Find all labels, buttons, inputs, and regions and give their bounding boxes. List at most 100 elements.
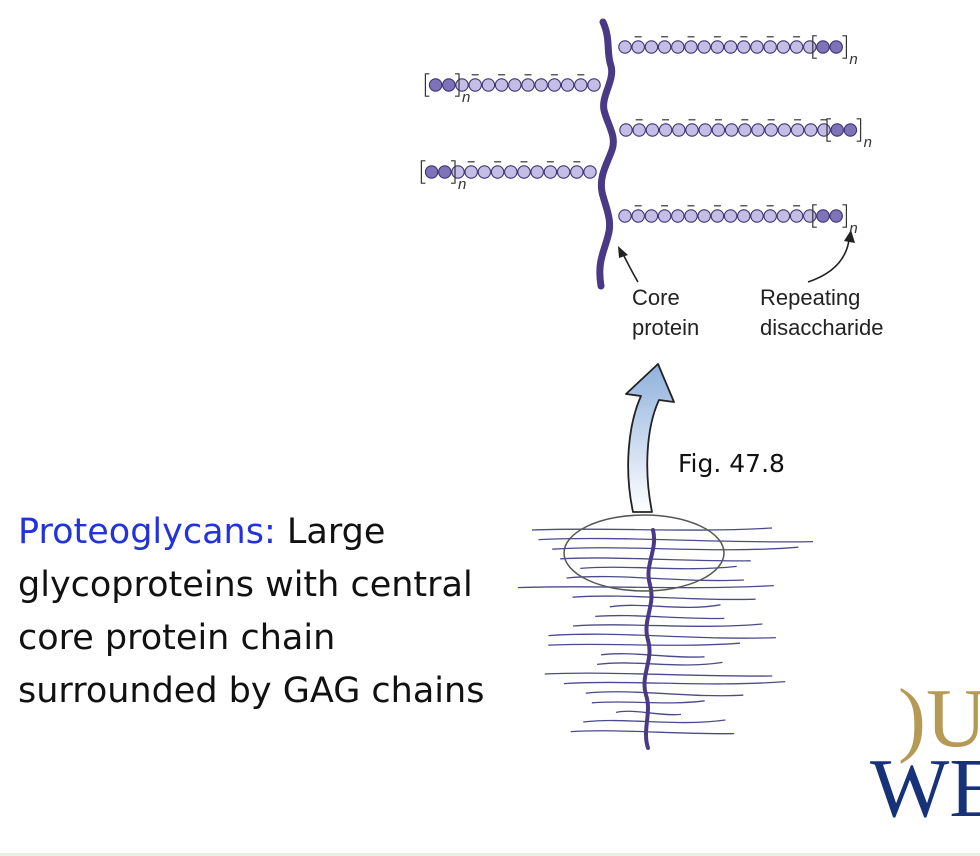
- sugar-bead: [817, 123, 831, 137]
- gag-strand: [595, 614, 725, 620]
- gag-strand: [583, 719, 726, 724]
- sugar-bead: [658, 123, 673, 137]
- sugar-bead: [657, 209, 672, 223]
- disaccharide-bead: [829, 40, 843, 54]
- sugar-bead: [724, 123, 739, 137]
- gag-chain: n: [619, 118, 872, 151]
- sugar-bead: [645, 123, 660, 137]
- zoom-arrow: [625, 363, 675, 513]
- gag-strand: [548, 642, 741, 646]
- sugar-bead: [776, 40, 791, 54]
- sugar-bead: [671, 40, 685, 54]
- sugar-bead: [556, 165, 571, 179]
- sugar-bead: [684, 40, 698, 54]
- disaccharide-bead: [438, 165, 452, 179]
- sugar-bead: [644, 40, 659, 54]
- repeating-disaccharide-label-line2: disaccharide: [760, 315, 884, 340]
- sugar-bead: [618, 40, 632, 54]
- sugar-bead: [737, 40, 751, 54]
- gag-chain: n: [618, 35, 858, 68]
- sugar-bead: [521, 78, 535, 92]
- core-protein-label-line2: protein: [632, 315, 699, 340]
- sugar-bead: [763, 40, 777, 54]
- gag-strand: [548, 633, 776, 639]
- disaccharide-bead: [830, 123, 844, 137]
- gag-strand: [563, 680, 786, 685]
- sugar-bead: [632, 123, 646, 137]
- sugar-bead: [547, 78, 562, 92]
- repeat-bracket-open: [826, 118, 831, 142]
- sugar-bead: [618, 209, 632, 223]
- figure-reference: Fig. 47.8: [678, 449, 785, 478]
- sugar-bead: [477, 165, 492, 179]
- sugar-bead: [710, 40, 725, 54]
- sugar-bead: [789, 209, 804, 223]
- sugar-bead: [723, 40, 738, 54]
- repeat-bracket-open: [812, 204, 817, 228]
- sugar-bead: [534, 78, 548, 92]
- gag-chain: n: [618, 204, 858, 237]
- sugar-bead: [710, 209, 725, 223]
- footer-band: [0, 853, 980, 856]
- caption-description: Large glycoproteins with central core pr…: [18, 512, 485, 711]
- gag-strand: [572, 595, 756, 601]
- gag-strand: [580, 565, 737, 570]
- sugar-bead: [697, 40, 711, 54]
- gag-strand: [572, 623, 763, 627]
- repeat-subscript: n: [849, 51, 857, 68]
- sugar-bead: [764, 123, 778, 137]
- gag-strand: [570, 730, 735, 735]
- repeat-bracket-close: [451, 160, 456, 184]
- sugar-bead: [530, 165, 544, 179]
- sugar-bead: [468, 78, 482, 92]
- aggregate-core-protein: [642, 528, 657, 750]
- repeat-subscript: n: [849, 220, 857, 237]
- gag-chain: n: [424, 73, 601, 106]
- gag-strand: [544, 672, 773, 677]
- sugar-bead: [711, 123, 726, 137]
- gag-chain: n: [420, 160, 597, 193]
- sugar-bead: [517, 165, 531, 179]
- core-protein-chain: [596, 18, 617, 290]
- sugar-bead: [750, 209, 764, 223]
- caption-text: Proteoglycans: Large glycoproteins with …: [18, 506, 518, 718]
- sugar-bead: [631, 209, 645, 223]
- repeat-bracket-close: [842, 204, 847, 228]
- sugar-bead: [803, 40, 817, 54]
- gag-strand: [517, 584, 774, 589]
- sugar-bead: [751, 123, 765, 137]
- sugar-bead: [672, 123, 686, 137]
- caption-term: Proteoglycans:: [18, 512, 276, 552]
- gag-strand: [538, 537, 814, 543]
- gag-strand: [597, 661, 723, 666]
- core-protein-label-line1: Core: [632, 285, 680, 310]
- gag-strand: [566, 575, 744, 582]
- disaccharide-bead: [428, 78, 443, 92]
- sugar-bead: [738, 123, 752, 137]
- sugar-bead: [587, 78, 601, 92]
- sugar-bead: [464, 165, 478, 179]
- gag-strand: [601, 653, 705, 658]
- sugar-bead: [776, 209, 791, 223]
- disaccharide-bead: [843, 123, 858, 137]
- disaccharide-bead: [829, 209, 843, 223]
- gag-strand: [531, 527, 773, 531]
- sugar-bead: [490, 165, 505, 179]
- sugar-bead: [777, 123, 792, 137]
- sugar-bead: [698, 123, 712, 137]
- sugar-bead: [737, 209, 751, 223]
- sugar-bead: [644, 209, 659, 223]
- repeat-subscript: n: [458, 176, 466, 193]
- repeat-bracket-open: [424, 73, 430, 97]
- repeat-bracket-close: [856, 118, 862, 142]
- sugar-bead: [803, 209, 817, 223]
- gag-strand: [609, 604, 721, 609]
- repeating-disaccharide-label-line1: Repeating: [760, 285, 860, 310]
- sugar-bead: [657, 40, 672, 54]
- sugar-bead: [789, 40, 804, 54]
- sugar-bead: [494, 78, 509, 92]
- sugar-bead: [750, 40, 764, 54]
- sugar-bead: [697, 209, 711, 223]
- repeat-bracket-open: [812, 35, 817, 59]
